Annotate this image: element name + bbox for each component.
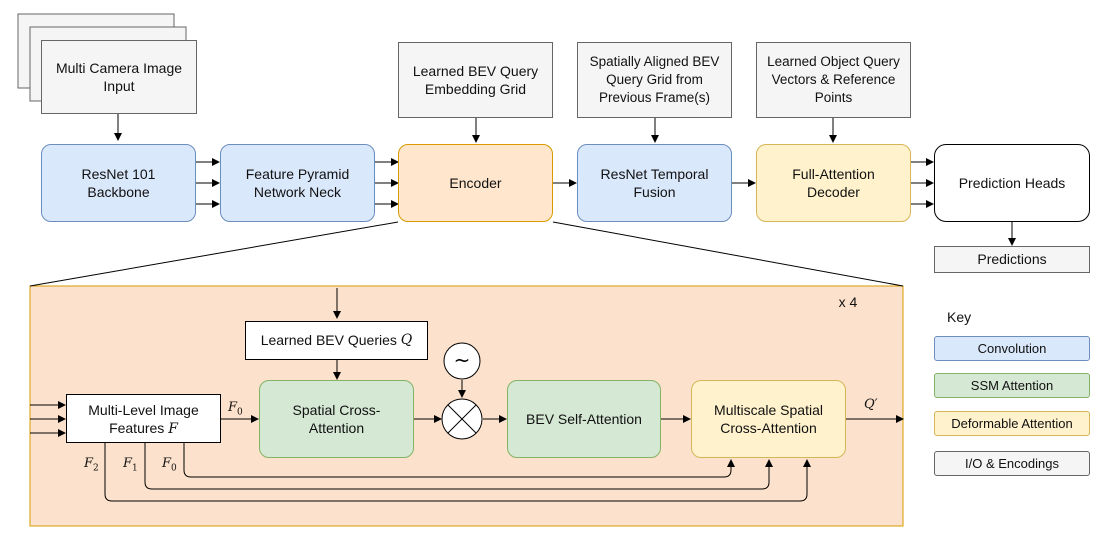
backbone-box: ResNet 101 Backbone <box>41 144 196 222</box>
repeat-count: x 4 <box>830 290 866 314</box>
wire-f2-msca <box>104 443 811 502</box>
image-features-box: Multi-Level Image Features F <box>66 394 221 443</box>
key-ssm-attention: SSM Attention <box>934 373 1090 398</box>
prev-frame-grid-box: Spatially Aligned BEV Query Grid from Pr… <box>577 42 732 118</box>
wire-f0-msca <box>183 443 735 478</box>
camera-input-label: Multi Camera Image Input <box>55 59 183 94</box>
backbone-label: ResNet 101 Backbone <box>81 165 156 200</box>
spatial-cross-attention-box: Spatial Cross-Attention <box>259 380 414 458</box>
prediction-heads-label: Prediction Heads <box>958 174 1066 191</box>
object-queries-box: Learned Object Query Vectors & Reference… <box>756 42 911 118</box>
bev-self-attention-box: BEV Self-Attention <box>507 380 661 458</box>
label-f0-top: F0 <box>228 400 243 418</box>
object-queries-label: Learned Object Query Vectors & Reference… <box>767 54 900 105</box>
fpn-label: Feature Pyramid Network Neck <box>245 165 350 200</box>
bev-query-grid-box: Learned BEV Query Embedding Grid <box>398 42 553 118</box>
key-deformable-attention-label: Deformable Attention <box>951 416 1073 431</box>
decoder-label: Full-Attention Decoder <box>792 165 875 200</box>
bev-queries-box: Learned BEV Queries Q <box>245 321 428 360</box>
bev-query-grid-label: Learned BEV Query Embedding Grid <box>412 62 539 97</box>
fpn-box: Feature Pyramid Network Neck <box>220 144 375 222</box>
key-convolution: Convolution <box>934 336 1090 361</box>
multiscale-attention-box: Multiscale Spatial Cross-Attention <box>691 380 846 458</box>
prev-frame-grid-label: Spatially Aligned BEV Query Grid from Pr… <box>589 54 720 105</box>
prediction-heads-box: Prediction Heads <box>934 144 1090 222</box>
label-f1: F1 <box>123 456 138 474</box>
bev-self-attention-label: BEV Self-Attention <box>526 410 642 427</box>
predictions-box: Predictions <box>934 246 1090 273</box>
bev-queries-label: Learned BEV Queries <box>260 332 397 349</box>
key-deformable-attention: Deformable Attention <box>934 411 1090 436</box>
decoder-box: Full-Attention Decoder <box>756 144 911 222</box>
bev-queries-symbol: Q <box>400 332 413 349</box>
output-q-prime: Q′ <box>864 397 878 412</box>
image-features-label: Multi-Level Image Features <box>88 402 199 437</box>
zoom-line-right <box>552 221 904 287</box>
noise-symbol: ~ <box>454 348 471 372</box>
spatial-cross-attention-label: Spatial Cross-Attention <box>292 401 381 436</box>
key-ssm-attention-label: SSM Attention <box>970 378 1054 393</box>
temporal-fusion-box: ResNet Temporal Fusion <box>577 144 732 222</box>
multiscale-attention-label: Multiscale Spatial Cross-Attention <box>714 401 823 436</box>
key-io-encodings-label: I/O & Encodings <box>965 456 1059 471</box>
noise-node <box>443 342 481 380</box>
multiply-cross-b <box>447 404 477 434</box>
camera-input-box: Multi Camera Image Input <box>41 40 197 114</box>
encoder-label: Encoder <box>449 174 502 191</box>
zoom-line-left <box>29 221 399 287</box>
encoder-box: Encoder <box>398 144 553 222</box>
key-io-encodings: I/O & Encodings <box>934 451 1090 476</box>
wire-f1-msca <box>144 443 773 490</box>
label-f2: F2 <box>84 456 99 474</box>
key-title: Key <box>947 309 972 325</box>
repeat-count-label: x 4 <box>838 293 858 310</box>
image-features-symbol: F <box>168 421 178 438</box>
label-f0-bottom: F0 <box>162 456 177 474</box>
key-convolution-label: Convolution <box>977 341 1047 356</box>
predictions-label: Predictions <box>977 251 1047 268</box>
temporal-fusion-label: ResNet Temporal Fusion <box>600 165 709 200</box>
